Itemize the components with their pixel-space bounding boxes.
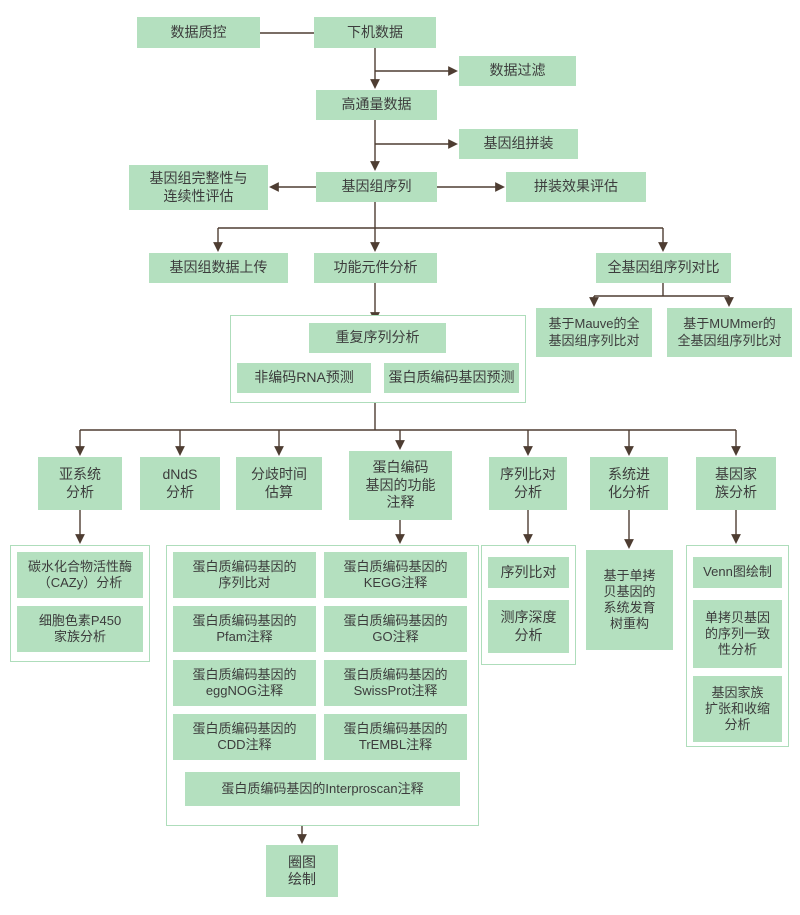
connector-wholecompare-trunk [594, 283, 729, 297]
node-mauve-alignment: 基于Mauve的全 基因组序列比对 [536, 308, 652, 357]
node-completeness-evaluation: 基因组完整性与 连续性评估 [129, 165, 268, 210]
node-repeat-analysis: 重复序列分析 [309, 323, 446, 353]
node-family-expansion-contraction: 基因家族 扩张和收缩 分析 [693, 676, 782, 742]
node-data-qc: 数据质控 [137, 17, 260, 48]
node-sequence-alignment: 序列比对 [488, 557, 569, 588]
node-cdd-annotation: 蛋白质编码基因的 CDD注释 [173, 714, 316, 760]
node-highthroughput-data: 高通量数据 [316, 90, 437, 120]
node-whole-genome-comparison: 全基因组序列对比 [596, 253, 731, 283]
node-interproscan-annotation: 蛋白质编码基因的Interproscan注释 [185, 772, 460, 806]
node-genome-data-upload: 基因组数据上传 [149, 253, 288, 283]
node-genome-sequence: 基因组序列 [316, 172, 437, 202]
node-p450-family-analysis: 细胞色素P450 家族分析 [17, 606, 143, 652]
node-sequence-alignment-analysis: 序列比对 分析 [489, 457, 567, 510]
node-venn-diagram: Venn图绘制 [693, 557, 782, 588]
node-swissprot-annotation: 蛋白质编码基因的 SwissProt注释 [324, 660, 467, 706]
node-pfam-annotation: 蛋白质编码基因的 Pfam注释 [173, 606, 316, 652]
node-go-annotation: 蛋白质编码基因的 GO注释 [324, 606, 467, 652]
node-functional-elements: 功能元件分析 [314, 253, 437, 283]
node-sequencing-depth-analysis: 测序深度 分析 [488, 600, 569, 653]
node-cazy-analysis: 碳水化合物活性酶 （CAZy）分析 [17, 552, 143, 598]
node-data-filter: 数据过滤 [459, 56, 576, 86]
node-protein-gene-prediction: 蛋白质编码基因预测 [384, 363, 519, 393]
node-annot-sequence-alignment: 蛋白质编码基因的 序列比对 [173, 552, 316, 598]
node-eggnog-annotation: 蛋白质编码基因的 eggNOG注释 [173, 660, 316, 706]
node-kegg-annotation: 蛋白质编码基因的 KEGG注释 [324, 552, 467, 598]
node-ncrna-prediction: 非编码RNA预测 [237, 363, 371, 393]
connector-genomeseq-trunk [218, 202, 663, 229]
node-mummer-alignment: 基于MUMmer的 全基因组序列比对 [667, 308, 792, 357]
node-divergence-time: 分歧时间 估算 [236, 457, 322, 510]
node-phylogenetic-analysis: 系统进 化分析 [590, 457, 668, 510]
node-circos-plot: 圈图 绘制 [266, 845, 338, 897]
node-trembl-annotation: 蛋白质编码基因的 TrEMBL注释 [324, 714, 467, 760]
node-genome-assembly: 基因组拼装 [459, 129, 578, 159]
node-raw-data: 下机数据 [314, 17, 436, 48]
node-assembly-evaluation: 拼装效果评估 [506, 172, 646, 202]
node-subsystem-analysis: 亚系统 分析 [38, 457, 122, 510]
node-functional-annotation: 蛋白编码 基因的功能 注释 [349, 451, 452, 520]
node-single-copy-consistency: 单拷贝基因 的序列一致 性分析 [693, 600, 782, 668]
connector-repeatgroup-trunk [80, 403, 736, 431]
node-gene-family-analysis: 基因家 族分析 [696, 457, 776, 510]
node-tree-reconstruction: 基于单拷 贝基因的 系统发育 树重构 [586, 550, 673, 650]
node-dnds-analysis: dNdS 分析 [140, 457, 220, 510]
